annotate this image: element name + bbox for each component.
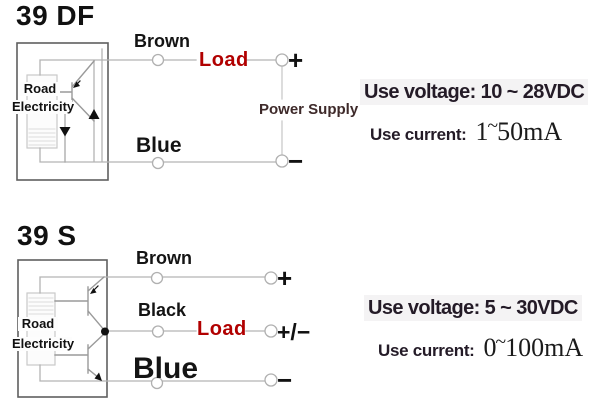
- terminal-plus: [264, 271, 278, 285]
- current-max: 50mA: [497, 117, 563, 146]
- terminal-blue: [151, 156, 165, 170]
- terminal-minus: [275, 154, 289, 168]
- transistor: [56, 60, 95, 122]
- diode-down-icon: [59, 127, 71, 137]
- lower-emitter-arrowhead: [94, 372, 102, 381]
- spec-current-label: Use current:: [378, 341, 475, 360]
- spec-current-value: 1~50mA: [475, 115, 563, 149]
- plus-minus-sign: +/−: [277, 319, 311, 345]
- wire-label-blue: Blue: [136, 134, 182, 157]
- sensor-hatch-lines: [28, 128, 56, 146]
- terminal-brown: [151, 53, 165, 67]
- transistor-lower: [54, 332, 106, 379]
- load-label: Load: [197, 318, 247, 340]
- current-min: 1: [475, 117, 489, 146]
- diagram-title-39df: 39 DF: [16, 0, 95, 31]
- terminal-blue: [150, 376, 164, 390]
- diode-up-icon: [88, 109, 100, 119]
- sensor-label-road: Road: [18, 317, 58, 331]
- sensor-label-electricity: Electricity: [12, 99, 75, 114]
- terminal-plus: [275, 53, 289, 67]
- terminal-brown: [150, 271, 164, 285]
- terminal-minus: [264, 373, 278, 387]
- transistor-base-arrowhead: [73, 81, 80, 88]
- wire-label-brown: Brown: [134, 31, 190, 51]
- junction-dot: [101, 327, 109, 336]
- wire-label-black: Black: [138, 300, 187, 320]
- load-label: Load: [199, 49, 249, 71]
- minus-sign: −: [277, 365, 293, 395]
- minus-sign: −: [288, 146, 304, 176]
- current-tilde: ~: [487, 115, 499, 137]
- spec-voltage-39s: Use voltage: 5 ~ 30VDC: [364, 295, 582, 321]
- power-supply-label: Power Supply: [256, 101, 362, 119]
- spec-current-value: 0~100mA: [483, 331, 584, 365]
- current-min: 0: [483, 333, 497, 362]
- terminal-black: [151, 325, 165, 338]
- spec-current-39s: Use current: 0~100mA: [378, 331, 584, 365]
- sensor-label-road: Road: [20, 82, 60, 96]
- current-max: 100mA: [505, 333, 584, 362]
- wire-label-brown: Brown: [136, 248, 192, 268]
- upper-base-arrowhead: [90, 288, 97, 294]
- sensor-label-electricity: Electricity: [12, 336, 75, 351]
- current-tilde: ~: [495, 331, 507, 353]
- spec-voltage-39df: Use voltage: 10 ~ 28VDC: [360, 79, 589, 105]
- transistor-upper: [54, 276, 106, 332]
- sensor-hatch-lines: [28, 297, 54, 315]
- diagram-title-39s: 39 S: [17, 220, 77, 251]
- spec-current-label: Use current:: [370, 125, 467, 144]
- wire-label-blue: Blue: [133, 352, 199, 385]
- spec-current-39df: Use current: 1~50mA: [370, 115, 563, 149]
- plus-sign: +: [288, 45, 304, 75]
- plus-sign: +: [277, 263, 293, 293]
- circuit-schematic-39df: [16, 42, 289, 181]
- terminal-plus-minus: [264, 324, 278, 338]
